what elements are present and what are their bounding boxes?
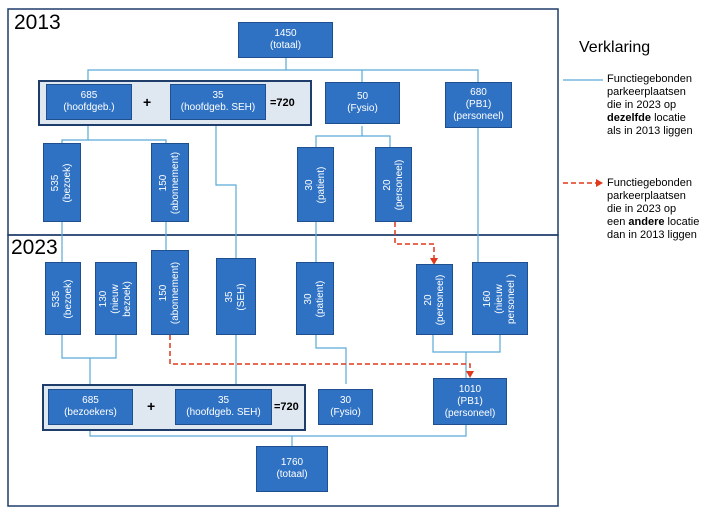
- node-value: 685: [80, 90, 98, 101]
- legend-line-rest: locatie: [664, 216, 700, 228]
- node-2023-seh-hoofd: 35 (hoofdgeb. SEH): [175, 389, 272, 425]
- node-value: 35: [217, 395, 230, 406]
- year-label-2023: 2023: [11, 236, 58, 259]
- node-label: (Fysio): [330, 407, 361, 418]
- node-label: (patient): [315, 280, 326, 317]
- node-value: 535: [50, 174, 61, 191]
- node-value: 20: [422, 293, 434, 306]
- node-2013-fysio: 50 (Fysio): [325, 82, 400, 124]
- node-label: (bezoekers): [64, 407, 117, 418]
- node-value: 1450: [274, 28, 297, 39]
- node-value: 1760: [280, 457, 304, 468]
- year-label-2013: 2013: [14, 11, 61, 34]
- node-label: (totaal): [269, 40, 302, 51]
- legend-emphasis: dezelfde: [607, 112, 652, 124]
- node-value: 160: [482, 290, 493, 307]
- node-value: 50: [356, 91, 369, 102]
- legend-solid-text: Functiegebonden parkeerplaatsen die in 2…: [607, 73, 693, 138]
- legend-line: parkeerplaatsen: [607, 190, 686, 202]
- node-2013-personeel: 20(personeel): [375, 147, 412, 222]
- node-label: (bezoek): [62, 163, 73, 202]
- node-2023-total: 1760 (totaal): [256, 446, 328, 492]
- node-label: bezoek): [122, 280, 133, 317]
- legend-line-pre: een: [607, 216, 629, 228]
- sum-label-2013: =720: [270, 97, 295, 109]
- node-2013-total: 1450 (totaal): [238, 22, 333, 58]
- legend-arrow-head: [596, 179, 603, 187]
- node-value: 30: [303, 292, 314, 305]
- plus-sign-2023: +: [147, 398, 156, 414]
- node-value: 30: [339, 395, 352, 406]
- node-label: (SEH): [236, 282, 247, 311]
- node-label: (patient): [315, 166, 327, 203]
- legend-line: een andere locatie: [607, 216, 699, 229]
- node-label: personeel ): [506, 273, 517, 324]
- legend-line: dan in 2013 liggen: [607, 229, 697, 241]
- legend-dashed-text: Functiegebonden parkeerplaatsen die in 2…: [607, 177, 699, 242]
- node-label: (totaal): [276, 469, 308, 480]
- legend-line: dezelfde locatie: [607, 112, 693, 125]
- node-label: (personeel): [434, 274, 446, 325]
- node-2023-patient: 30(patient): [296, 262, 334, 335]
- node-2023-personeel: 20(personeel): [416, 264, 453, 335]
- node-label: (bezoek): [63, 279, 74, 318]
- node-2013-abonnement: 150(abonnement): [151, 143, 189, 222]
- sum-label-2023: =720: [274, 401, 299, 413]
- node-value: 20: [381, 178, 393, 191]
- node-2023-abonnement: 150(abonnement): [151, 250, 189, 335]
- node-2023-pb1: 1010 (PB1) (personeel): [433, 378, 507, 425]
- node-label: (hoofdgeb. SEH): [186, 407, 261, 418]
- legend-line: als in 2013 liggen: [607, 125, 693, 137]
- node-label: (hoofdgeb.): [63, 102, 115, 113]
- node-label: (PB1): [465, 99, 492, 110]
- node-2013-seh: 35 (hoofdgeb. SEH): [170, 84, 266, 120]
- node-value: 30: [303, 178, 315, 191]
- node-2013-bezoek: 535(bezoek): [43, 143, 81, 222]
- node-2013-pb1: 680 (PB1) (personeel): [445, 82, 512, 128]
- node-value: 130: [98, 290, 109, 307]
- legend-title: Verklaring: [579, 39, 651, 56]
- plus-sign-2013: +: [143, 94, 152, 110]
- node-value: 150: [158, 284, 169, 301]
- legend-emphasis: andere: [628, 216, 665, 228]
- node-label: (nieuw: [494, 283, 505, 314]
- node-label: (abonnement): [170, 151, 181, 214]
- legend-line: Functiegebonden: [607, 73, 693, 85]
- dashed-connectors: [169, 222, 471, 372]
- node-value: 35: [224, 290, 235, 303]
- node-value: 535: [51, 290, 62, 307]
- node-2023-bezoek: 535(bezoek): [45, 262, 81, 335]
- node-label: (Fysio): [347, 103, 378, 114]
- node-label: (hoofdgeb. SEH): [180, 102, 256, 113]
- node-label: (personeel): [453, 111, 504, 122]
- legend-line-rest: locatie: [651, 112, 686, 124]
- legend-line: die in 2023 op: [607, 99, 677, 111]
- node-label: (abonnement): [170, 261, 181, 324]
- node-label: (nieuw: [110, 283, 121, 314]
- node-2013-patient: 30(patient): [297, 147, 334, 222]
- arrow-heads: [430, 258, 474, 378]
- node-label: (personeel): [393, 159, 405, 210]
- legend-line: die in 2023 op: [607, 203, 677, 215]
- solid-connectors: [61, 58, 501, 446]
- legend-line: Functiegebonden: [607, 177, 693, 189]
- node-label: (PB1): [457, 395, 483, 407]
- node-2023-seh: 35(SEH): [216, 258, 256, 335]
- node-value: 150: [158, 174, 169, 191]
- node-value: 680: [470, 87, 487, 98]
- node-2023-fysio: 30 (Fysio): [318, 389, 373, 425]
- node-value: 685: [82, 395, 99, 406]
- node-label: (personeel): [444, 407, 496, 419]
- node-2023-bezoekers: 685 (bezoekers): [48, 389, 133, 425]
- node-value: 1010: [458, 383, 482, 395]
- node-value: 35: [212, 90, 224, 101]
- frame-2023: [7, 234, 559, 507]
- node-2013-hoofdgeb: 685 (hoofdgeb.): [46, 84, 132, 120]
- legend-line: parkeerplaatsen: [607, 86, 686, 98]
